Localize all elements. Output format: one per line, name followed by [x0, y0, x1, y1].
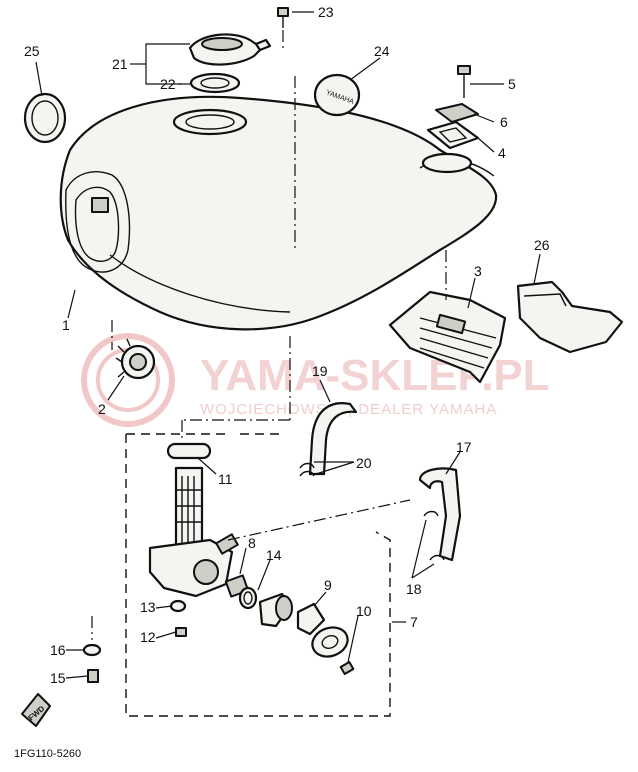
watermark-title: YAMA-SKLEP.PL	[200, 351, 550, 400]
washer-16	[82, 643, 102, 657]
tank-mount-boss	[91, 197, 109, 213]
watermark: YAMA-SKLEP.PL WOJCIECHOWSKI | DEALER YAM…	[81, 333, 550, 427]
cock-lever	[258, 592, 293, 628]
callout-1: 1	[62, 317, 70, 333]
callout-18: 18	[406, 581, 422, 597]
cover-plate	[311, 626, 349, 658]
callout-26: 26	[534, 237, 550, 253]
side-bracket	[516, 280, 624, 354]
center-lines	[91, 30, 447, 640]
fwd-marker: FWD	[21, 693, 51, 727]
bolt-23	[277, 7, 289, 28]
filler-gasket	[189, 72, 241, 94]
washer-6	[435, 103, 479, 123]
emblem: YAMAHA	[313, 73, 361, 117]
callout-11: 11	[218, 471, 233, 487]
callout-4: 4	[498, 145, 506, 161]
callout-12: 12	[140, 629, 156, 645]
reference-code: 1FG110-5260	[14, 748, 81, 760]
callout-17: 17	[456, 439, 472, 455]
lever-plate-9	[296, 602, 326, 636]
heat-shield	[388, 290, 507, 384]
seal-ring	[23, 92, 67, 144]
filler-cap	[188, 33, 272, 66]
screw-10	[339, 661, 355, 675]
callout-13: 13	[140, 599, 156, 615]
callout-19: 19	[312, 363, 328, 379]
grommet-4	[426, 120, 480, 150]
fuel-tank	[59, 95, 498, 331]
callout-16: 16	[50, 642, 66, 658]
hose-clips	[299, 462, 445, 561]
fuel-cock	[148, 466, 239, 598]
callout-24: 24	[374, 43, 390, 59]
callout-10: 10	[356, 603, 372, 619]
callout-8: 8	[248, 535, 256, 551]
bolt-5	[457, 65, 471, 98]
nut-13	[169, 599, 187, 613]
callout-15: 15	[50, 670, 66, 686]
callout-20: 20	[356, 455, 372, 471]
callouts: 1 2 3 4 5 6 7 8 9 10 11 12 13 14 15 16 1…	[24, 4, 550, 686]
callout-14: 14	[266, 547, 282, 563]
strainer-seal	[166, 442, 212, 460]
callout-22: 22	[160, 76, 176, 92]
fuel-hose-19	[308, 402, 358, 476]
callout-7: 7	[410, 614, 418, 630]
callout-9: 9	[324, 577, 332, 593]
damper-rubber	[115, 338, 156, 380]
callout-21: 21	[112, 56, 128, 72]
fuel-cock-group-outline	[125, 433, 391, 717]
leader-lines	[35, 11, 541, 679]
callout-2: 2	[98, 401, 106, 417]
bolt-15	[87, 669, 99, 683]
callout-25: 25	[24, 43, 40, 59]
callout-5: 5	[508, 76, 516, 92]
callout-6: 6	[500, 114, 508, 130]
callout-3: 3	[474, 263, 482, 279]
callout-23: 23	[318, 4, 334, 20]
o-ring-14	[238, 586, 258, 610]
screw-12	[175, 627, 187, 637]
watermark-logo	[81, 333, 175, 427]
